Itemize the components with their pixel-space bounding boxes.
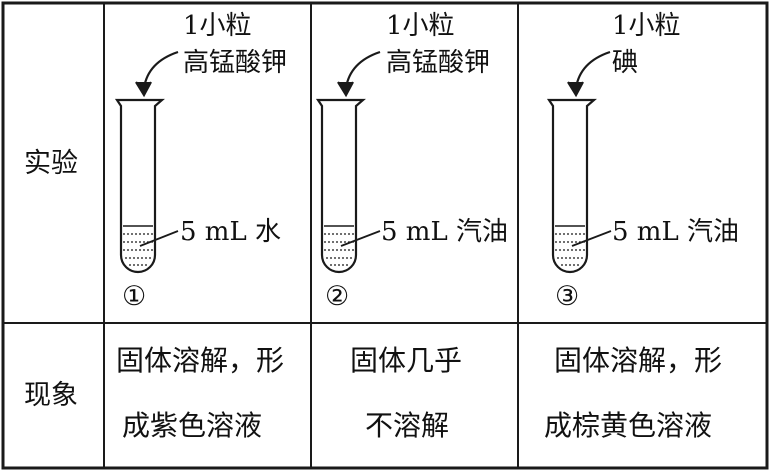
solvent-label-1: 5 mL 水 bbox=[180, 217, 281, 247]
test-tube-3 bbox=[546, 98, 597, 274]
solute-amount-1: 1小粒 bbox=[183, 11, 252, 41]
tube-number-3: ③ bbox=[555, 281, 580, 312]
row-label-phenomenon: 现象 bbox=[24, 380, 78, 411]
phenomenon-2-line-1: 固体几乎 bbox=[350, 344, 463, 377]
phenomenon-1-line-2: 成紫色溶液 bbox=[122, 409, 263, 442]
leader-line-2 bbox=[340, 230, 381, 247]
test-tube-2 bbox=[315, 98, 366, 274]
solute-name-2: 高锰酸钾 bbox=[386, 48, 491, 78]
phenomenon-1-line-1: 固体溶解，形 bbox=[116, 344, 285, 377]
leader-line-3 bbox=[571, 230, 612, 247]
phenomenon-2-line-2: 不溶解 bbox=[365, 409, 450, 442]
solute-amount-3: 1小粒 bbox=[612, 11, 681, 41]
leader-line-1 bbox=[139, 230, 179, 247]
phenomenon-3-line-2: 成棕黄色溶液 bbox=[544, 409, 713, 442]
arrow-1 bbox=[135, 50, 179, 98]
solvent-label-3: 5 mL 汽油 bbox=[612, 217, 739, 247]
test-tube-1 bbox=[114, 98, 165, 274]
solvent-label-2: 5 mL 汽油 bbox=[381, 217, 508, 247]
tube-number-2: ② bbox=[325, 281, 350, 312]
arrow-2 bbox=[337, 50, 381, 98]
phenomenon-3-line-1: 固体溶解，形 bbox=[554, 344, 723, 377]
solute-amount-2: 1小粒 bbox=[386, 11, 455, 41]
row-label-experiment: 实验 bbox=[24, 148, 78, 179]
solute-name-1: 高锰酸钾 bbox=[183, 48, 288, 78]
solute-name-3: 碘 bbox=[612, 48, 639, 78]
tube-number-1: ① bbox=[122, 281, 147, 312]
arrow-3 bbox=[567, 50, 611, 98]
